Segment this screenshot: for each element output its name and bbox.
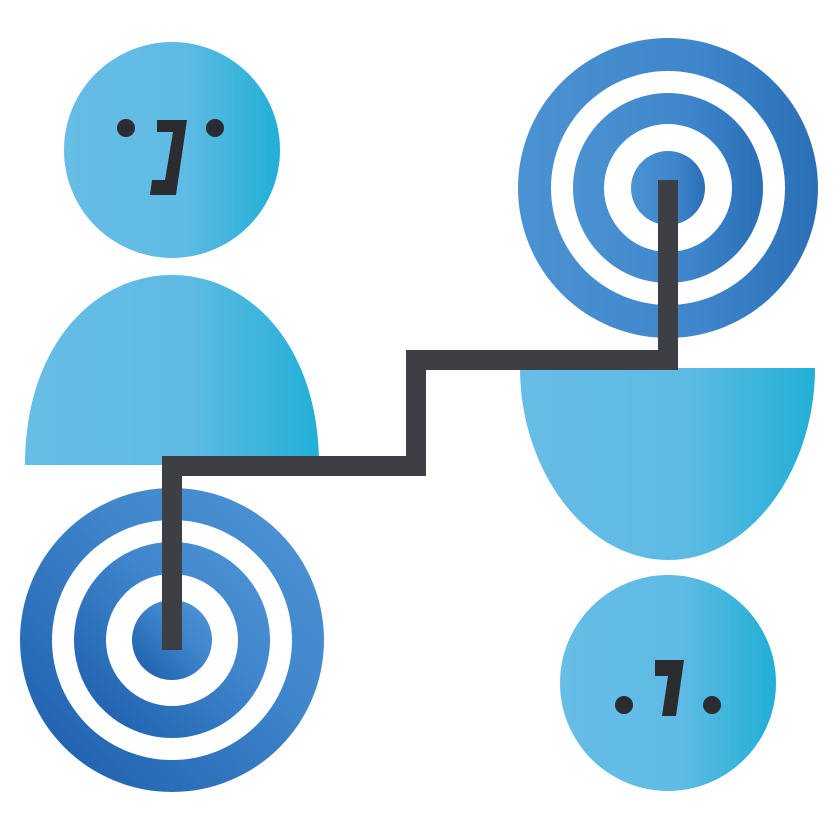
face-features-icon (117, 119, 224, 195)
person-body (25, 275, 319, 465)
person-body-inverted (520, 368, 815, 560)
connector-line (162, 180, 678, 650)
face-features-icon (615, 660, 721, 716)
person-icon-bottom-right (520, 368, 815, 791)
person-icon-top-left (25, 42, 319, 465)
